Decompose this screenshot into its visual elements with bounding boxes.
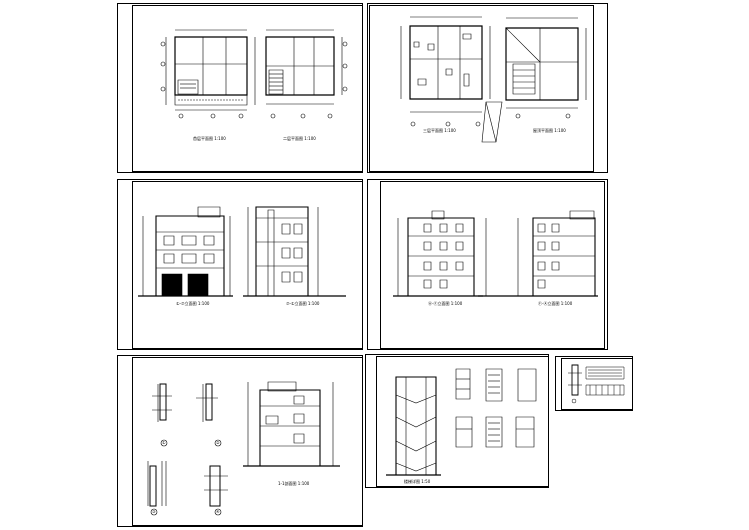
detail-drawing xyxy=(556,357,634,404)
elevation-caption-4: Ⓕ-Ⓐ立面图 1:100 xyxy=(538,301,573,306)
drawing-sheet-floor-plans-1: 首层平面图 1:100 二层平面图 1:100 xyxy=(117,3,363,173)
detail-label-3: ③ xyxy=(152,509,156,514)
detail-label-1: ① xyxy=(162,440,166,445)
section-caption: 1-1剖面图 1:100 xyxy=(278,481,310,486)
drawing-sheet-elevations-1: ①-⑦立面图 1:100 ⑦-①立面图 1:100 xyxy=(117,179,363,350)
plan-caption-2: 二层平面图 1:100 xyxy=(283,136,316,141)
elevation-drawings xyxy=(118,180,364,351)
section-and-detail-drawings xyxy=(118,356,364,516)
elevation-caption-2: ⑦-①立面图 1:100 xyxy=(286,301,320,306)
sheet-frame xyxy=(132,181,363,349)
sheet-frame xyxy=(132,357,363,526)
drawing-sheet-section: 1-1剖面图 1:100 ① ② ③ ④ xyxy=(117,355,363,527)
detail-label-4: ④ xyxy=(216,509,220,514)
plan-caption-4: 屋顶平面图 1:100 xyxy=(533,128,566,133)
sheet-frame xyxy=(380,181,605,349)
sheet-frame xyxy=(369,5,594,172)
drawing-sheet-detail xyxy=(555,356,633,411)
plan-caption-1: 首层平面图 1:100 xyxy=(193,136,226,141)
plan-caption-3: 三层平面图 1:100 xyxy=(423,128,456,133)
stair-caption: 楼梯详图 1:50 xyxy=(404,479,431,484)
floor-plan-drawings xyxy=(160,4,348,119)
elevation-caption-3: Ⓐ-Ⓕ立面图 1:100 xyxy=(428,301,463,306)
drawing-sheet-elevations-2: Ⓐ-Ⓕ立面图 1:100 Ⓕ-Ⓐ立面图 1:100 xyxy=(367,179,608,350)
sheet-frame xyxy=(561,358,633,410)
floor-plan-drawings xyxy=(368,4,609,174)
sheet-frame xyxy=(132,5,363,172)
drawing-sheet-stairs: 楼梯详图 1:50 xyxy=(365,354,549,488)
stair-drawings xyxy=(366,355,550,489)
drawing-sheet-floor-plans-2: 三层平面图 1:100 屋顶平面图 1:100 xyxy=(367,3,608,173)
elevation-drawings xyxy=(368,180,609,351)
detail-label-2: ② xyxy=(216,440,220,445)
elevation-caption-1: ①-⑦立面图 1:100 xyxy=(176,301,210,306)
sheet-frame xyxy=(376,356,549,487)
